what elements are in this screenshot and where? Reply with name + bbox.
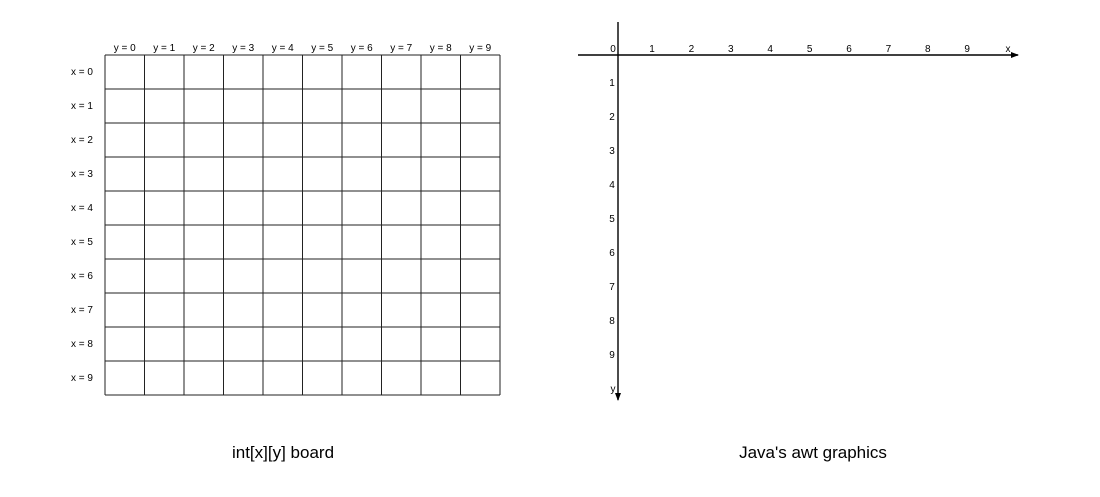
board-grid xyxy=(104,54,501,396)
board-row-label: x = 4 xyxy=(71,203,93,214)
awt-y-tick-label: 9 xyxy=(609,350,615,361)
board-caption: int[x][y] board xyxy=(232,443,334,462)
board-column-label: y = 0 xyxy=(114,43,136,54)
awt-x-tick-label: 4 xyxy=(767,44,773,55)
board-row-label: x = 6 xyxy=(71,271,93,282)
board-row-label: x = 0 xyxy=(71,67,93,78)
board-row-labels: x = 0 x = 1 x = 2 x = 3 x = 4 x = 5 x = 6 x = 7… xyxy=(71,67,93,384)
awt-x-tick-label: 3 xyxy=(728,44,734,55)
board-row-label: x = 2 xyxy=(71,135,93,146)
board-row-label: x = 1 xyxy=(71,101,93,112)
board-column-label: y = 1 xyxy=(153,43,175,54)
board-column-label: y = 2 xyxy=(193,43,215,54)
board-row-label: x = 9 xyxy=(71,373,93,384)
awt-x-axis-label: x xyxy=(1006,44,1011,55)
board-column-label: y = 8 xyxy=(430,43,452,54)
awt-y-axis-label: y xyxy=(611,384,616,395)
board-column-label: y = 9 xyxy=(469,43,491,54)
board-column-labels: y = 0 y = 1 y = 2 y = 3 y = 4 y = 5 y = 6 y = 7… xyxy=(114,43,492,54)
awt-x-tick-labels: 1 2 3 4 5 6 7 8 9 xyxy=(649,44,970,55)
awt-x-tick-label: 1 xyxy=(649,44,655,55)
awt-y-tick-label: 6 xyxy=(609,248,615,259)
awt-x-tick-label: 2 xyxy=(689,44,695,55)
awt-origin-label: 0 xyxy=(610,44,616,55)
awt-x-tick-label: 6 xyxy=(846,44,852,55)
awt-y-tick-labels: 1 2 3 4 5 6 7 8 9 xyxy=(609,78,615,361)
awt-x-tick-label: 7 xyxy=(886,44,892,55)
board-diagram: y = 0 y = 1 y = 2 y = 3 y = 4 y = 5 y = 6 y = 7… xyxy=(71,43,501,462)
board-row-label: x = 7 xyxy=(71,305,93,316)
awt-x-tick-label: 5 xyxy=(807,44,813,55)
awt-y-tick-label: 2 xyxy=(609,112,615,123)
board-row-label: x = 5 xyxy=(71,237,93,248)
awt-y-tick-label: 3 xyxy=(609,146,615,157)
awt-y-tick-label: 8 xyxy=(609,316,615,327)
board-column-label: y = 4 xyxy=(272,43,294,54)
awt-caption: Java's awt graphics xyxy=(739,443,887,462)
awt-y-tick-label: 4 xyxy=(609,180,615,191)
board-row-label: x = 8 xyxy=(71,339,93,350)
awt-y-tick-label: 5 xyxy=(609,214,615,225)
awt-diagram: 0 1 2 3 4 5 6 7 8 9 x 1 2 3 4 5 6 7 8 9 y Java's awt gra… xyxy=(578,22,1019,462)
awt-y-tick-label: 1 xyxy=(609,78,615,89)
board-column-label: y = 7 xyxy=(390,43,412,54)
board-column-label: y = 5 xyxy=(311,43,333,54)
awt-x-tick-label: 9 xyxy=(964,44,970,55)
board-row-label: x = 3 xyxy=(71,169,93,180)
board-column-label: y = 3 xyxy=(232,43,254,54)
awt-y-tick-label: 7 xyxy=(609,282,615,293)
awt-x-tick-label: 8 xyxy=(925,44,931,55)
board-column-label: y = 6 xyxy=(351,43,373,54)
